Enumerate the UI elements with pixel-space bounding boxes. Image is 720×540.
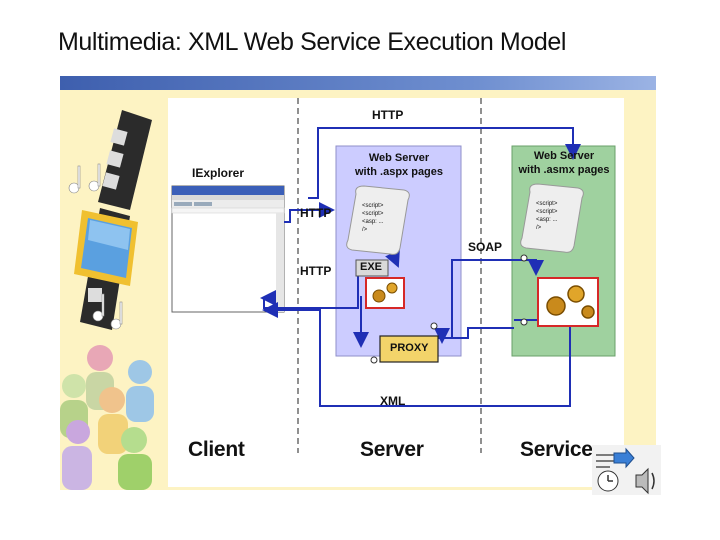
title-bar-stripe xyxy=(60,76,656,90)
arrow-http-request xyxy=(284,202,335,223)
aspx-scroll-line: <script> xyxy=(362,203,384,209)
asmx-scroll-line: <script> xyxy=(536,209,558,215)
people-group-icon xyxy=(60,345,154,490)
aspx-scroll-line: /> xyxy=(362,227,368,233)
asmx-scroll-text: <script> <script> <asp: ... /> xyxy=(536,200,558,232)
music-notes-icon xyxy=(68,163,123,330)
exe-label: EXE xyxy=(360,261,383,273)
aspx-scroll-line: <asp: ... xyxy=(362,219,384,225)
monitor-icon xyxy=(74,210,138,286)
diagram-panel: HTTP IExplorer Web Server with .aspx pag… xyxy=(168,98,624,487)
proxy-label: PROXY xyxy=(390,342,429,354)
xml-label: XML xyxy=(380,394,406,408)
soap-label: SOAP xyxy=(468,240,503,254)
proxy-box xyxy=(379,335,439,363)
server-box-line1: Web Server xyxy=(368,152,430,164)
http-top-label: HTTP xyxy=(372,108,404,122)
service-zone-label: Service xyxy=(520,438,593,461)
server-box-line2: with .aspx pages xyxy=(354,166,444,178)
service-box-line1: Web Server xyxy=(533,150,595,162)
asmx-scroll-line: /> xyxy=(536,225,542,231)
media-player-icon[interactable] xyxy=(592,445,661,495)
iexplorer-label: IExplorer xyxy=(192,166,245,180)
http-request-label: HTTP xyxy=(300,206,332,220)
arrow-http-to-service xyxy=(308,127,581,199)
aspx-scroll-line: <script> xyxy=(362,211,384,217)
server-zone-label: Server xyxy=(360,438,424,461)
arrow-soap-response xyxy=(434,327,514,344)
client-zone-label: Client xyxy=(188,438,245,461)
service-box-line2: with .asmx pages xyxy=(518,164,610,176)
gears-icon xyxy=(537,277,599,327)
exe-box xyxy=(355,259,389,277)
http-response-label: HTTP xyxy=(300,264,332,278)
left-decoration xyxy=(60,90,164,490)
asmx-scroll-line: <script> xyxy=(536,201,558,207)
asmx-scroll-line: <asp: ... xyxy=(536,217,558,223)
scroll-document-icon xyxy=(346,185,410,255)
scroll-document-icon xyxy=(520,183,584,253)
browser-window xyxy=(171,185,285,313)
diagram-graphics xyxy=(171,98,616,453)
gears-icon xyxy=(365,277,405,309)
slide-title: Multimedia: XML Web Service Execution Mo… xyxy=(58,28,567,56)
slide-stage: HTTP IExplorer Web Server with .aspx pag… xyxy=(60,76,656,490)
aspx-scroll-text: <script> <script> <asp: ... /> xyxy=(362,202,384,234)
